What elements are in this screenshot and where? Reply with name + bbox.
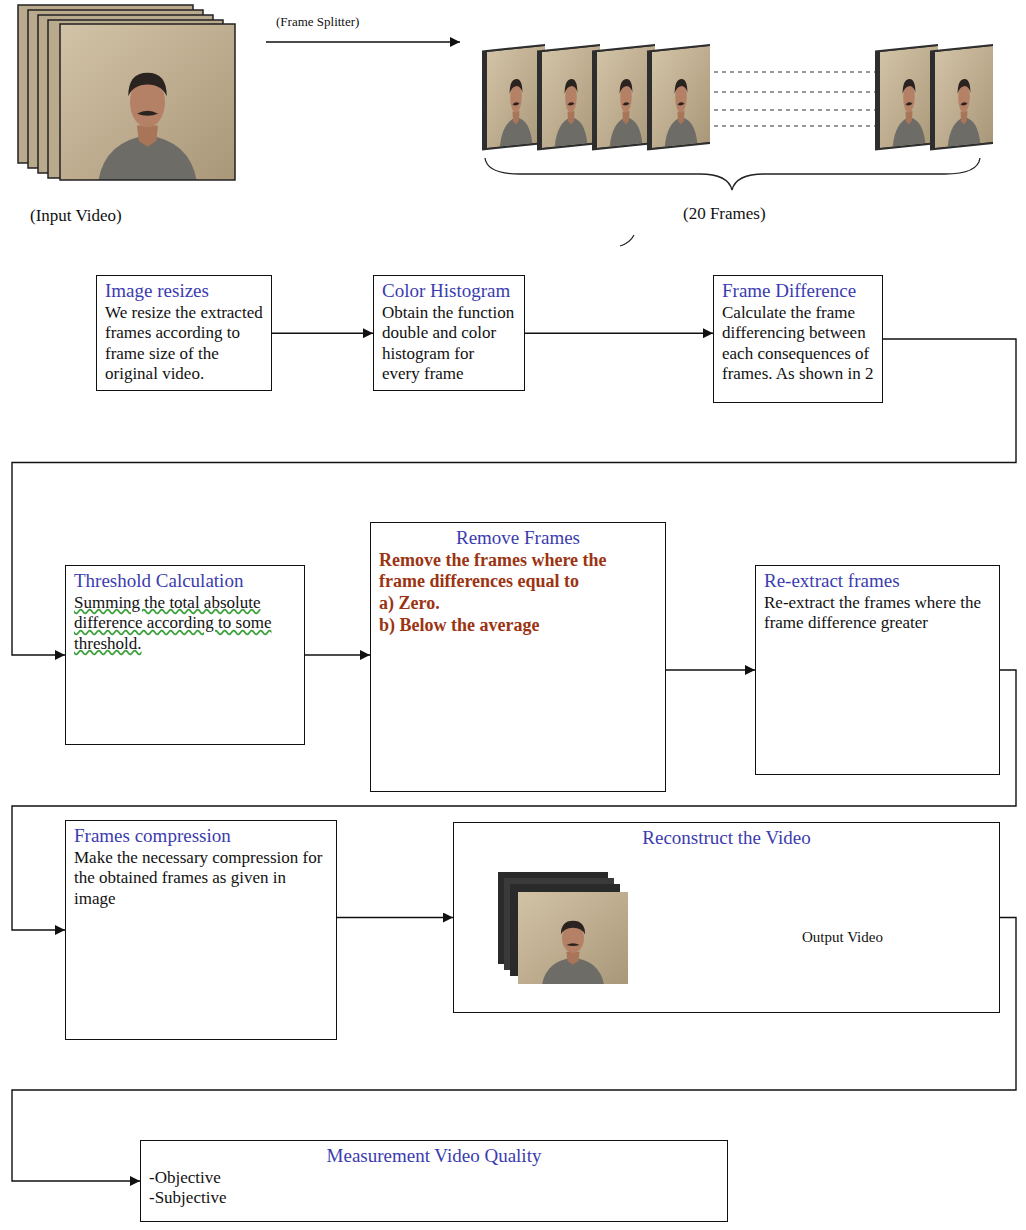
box-heading: Remove Frames [379,527,657,550]
process-box: Frames compressionMake the necessary com… [65,820,337,1040]
box-text: Re-extract the frames where the frame di… [764,593,991,634]
output-video-stack [498,872,628,984]
flow-arrow [272,332,373,333]
flow-arrow [525,332,713,333]
process-box: Reconstruct the VideoOutput Video [453,822,1000,1013]
box-heading: Threshold Calculation [74,570,296,593]
flow-arrow [666,669,755,670]
flow-arrow [305,654,370,655]
flow-arrow [12,339,1016,655]
box-heading: Frames compression [74,825,328,848]
label-anchor: (Frame Splitter) [276,14,359,30]
process-box: Measurement Video Quality-Objective-Subj… [140,1140,728,1222]
box-text: -Objective [149,1168,719,1188]
input-video-stack [18,5,235,180]
box-text: b) Below the average [379,615,657,637]
box-text: -Subjective [149,1188,719,1208]
process-box: Color HistogramObtain the function doubl… [373,275,525,391]
process-box: Frame DifferenceCalculate the frame diff… [713,275,883,403]
flow-arrow [337,917,453,918]
box-heading: Re-extract frames [764,570,991,593]
caption-label: (Frame Splitter) [276,14,359,30]
label-anchor: (Input Video) [30,206,122,226]
small-tick [620,235,634,246]
box-text: Calculate the frame differencing between… [722,303,874,385]
box-text: Output Video [802,928,991,946]
box-heading: Frame Difference [722,280,874,303]
label-anchor: (20 Frames) [683,204,766,224]
caption-label: (20 Frames) [683,204,766,224]
box-heading: Color Histogram [382,280,516,303]
frame-sequence [482,44,993,151]
flow-arrow [12,670,1016,930]
box-text: a) Zero. [379,593,657,615]
box-heading: Measurement Video Quality [149,1145,719,1168]
flow-arrow [12,918,1016,1182]
caption-label: (Input Video) [30,206,122,226]
process-box: Re-extract framesRe-extract the frames w… [755,565,1000,775]
frames-brace [485,158,980,190]
box-text: Obtain the function double and color his… [382,303,516,385]
process-box: Threshold CalculationSumming the total a… [65,565,305,745]
box-text: We resize the extracted frames according… [105,303,263,385]
box-text: Remove the frames where the frame differ… [379,550,657,593]
box-heading: Reconstruct the Video [462,827,991,850]
box-text: Summing the total absolute difference ac… [74,593,296,654]
splitter-arrow [266,41,460,42]
process-box: Image resizesWe resize the extracted fra… [96,275,272,391]
process-box: Remove FramesRemove the frames where the… [370,522,666,792]
box-text: Make the necessary compression for the o… [74,848,328,909]
box-heading: Image resizes [105,280,263,303]
